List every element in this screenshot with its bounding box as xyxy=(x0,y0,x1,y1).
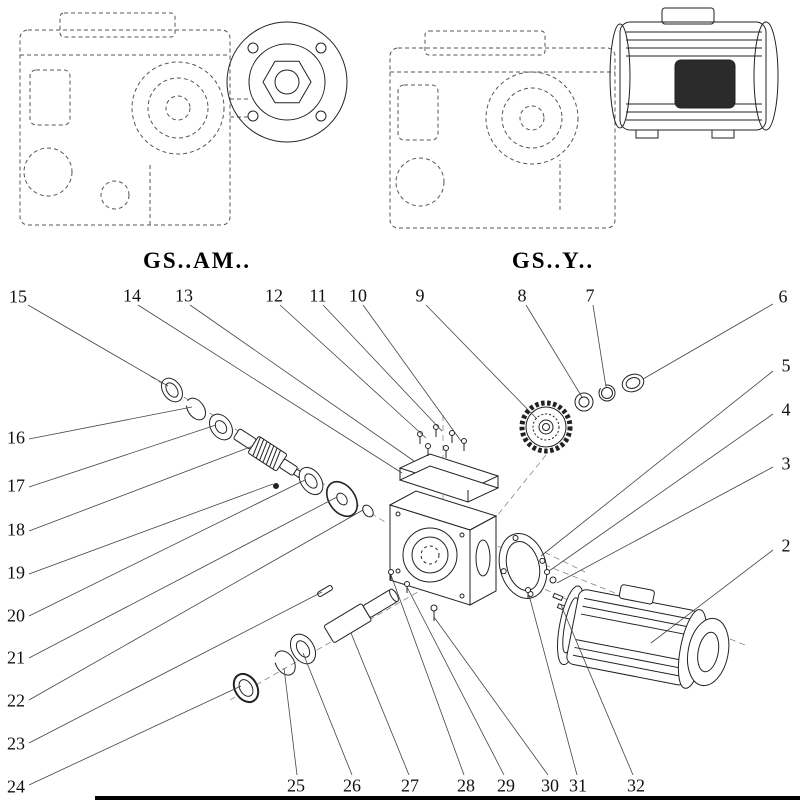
leader-line-24 xyxy=(28,685,242,786)
leader-line-15 xyxy=(27,304,169,387)
part-number-3: 3 xyxy=(781,453,791,474)
part-number-30: 30 xyxy=(541,775,559,796)
part-worm-shaft-18 xyxy=(233,428,303,479)
part-number-14: 14 xyxy=(123,285,141,306)
part-number-2: 2 xyxy=(781,535,791,556)
part-oil-seal-15 xyxy=(161,377,183,403)
part-number-21: 21 xyxy=(7,647,25,668)
part-number-8: 8 xyxy=(517,285,527,306)
leader-line-20 xyxy=(28,479,306,617)
gs-am-drawing xyxy=(19,12,348,226)
part-number-31: 31 xyxy=(569,775,587,796)
leader-line-27 xyxy=(350,632,410,776)
part-motor-2 xyxy=(557,584,730,689)
leader-line-3 xyxy=(556,466,774,584)
part-cover-plate-14 xyxy=(398,465,500,503)
part-pin-19 xyxy=(273,483,279,489)
part-housing xyxy=(388,490,498,606)
leader-line-16 xyxy=(28,406,193,440)
leader-line-29 xyxy=(406,586,505,776)
leader-line-11 xyxy=(322,304,443,432)
part-number-22: 22 xyxy=(7,690,25,711)
part-number-23: 23 xyxy=(7,733,25,754)
leader-line-22 xyxy=(28,509,364,701)
leader-line-10 xyxy=(362,304,462,442)
gs-y-motor xyxy=(609,7,779,139)
part-key-23 xyxy=(317,584,333,598)
leader-line-4 xyxy=(548,413,774,572)
part-number-16: 16 xyxy=(7,427,25,448)
part-circlip-7 xyxy=(598,384,616,402)
part-worm-wheel-21 xyxy=(325,480,359,518)
leader-lines xyxy=(27,303,774,786)
leader-line-12 xyxy=(279,304,427,439)
part-number-32: 32 xyxy=(627,775,645,796)
leader-line-23 xyxy=(28,591,323,744)
part-number-20: 20 xyxy=(7,605,25,626)
part-number-27: 27 xyxy=(401,775,419,796)
part-bolt-31 xyxy=(525,587,531,599)
part-output-flange-5 xyxy=(498,533,548,599)
part-number-17: 17 xyxy=(7,475,25,496)
leader-line-30 xyxy=(433,616,549,776)
leader-line-31 xyxy=(528,594,578,776)
leader-line-8 xyxy=(525,304,583,398)
leader-line-21 xyxy=(28,496,338,659)
leader-line-18 xyxy=(28,445,254,532)
leader-line-17 xyxy=(28,424,217,488)
leader-line-19 xyxy=(28,483,274,575)
part-bearing-20 xyxy=(298,466,324,496)
part-seal-ring-6 xyxy=(621,373,645,393)
variant-label-gs-y: GS..Y.. xyxy=(511,248,595,273)
part-number-24: 24 xyxy=(7,776,25,797)
part-number-11: 11 xyxy=(309,285,327,306)
part-snap-ring-25 xyxy=(274,650,296,676)
part-helical-gear-9 xyxy=(519,400,573,454)
exploded-view xyxy=(149,373,746,704)
part-washer-8 xyxy=(574,392,594,412)
leader-line-13 xyxy=(189,304,415,462)
page-edge-rule xyxy=(95,796,800,800)
part-oil-seal-24 xyxy=(232,672,260,704)
leader-line-14 xyxy=(137,304,403,474)
part-screw-30 xyxy=(430,604,438,621)
part-number-12: 12 xyxy=(265,285,283,306)
part-number-10: 10 xyxy=(349,285,367,306)
leader-line-25 xyxy=(283,667,298,776)
part-small-fasteners-3-4 xyxy=(544,569,557,584)
part-number-18: 18 xyxy=(7,519,25,540)
part-screw-29 xyxy=(404,581,410,593)
leader-line-32 xyxy=(560,604,634,776)
part-number-28: 28 xyxy=(457,775,475,796)
variant-label-gs-am: GS..AM.. xyxy=(143,248,251,273)
part-number-19: 19 xyxy=(7,562,25,583)
part-number-6: 6 xyxy=(778,286,788,307)
part-number-4: 4 xyxy=(781,399,791,420)
part-number-15: 15 xyxy=(9,286,27,307)
leader-line-28 xyxy=(390,574,465,776)
leader-line-2 xyxy=(650,549,774,644)
part-cover-screws-10-11-12 xyxy=(417,424,467,458)
part-snap-ring-16 xyxy=(185,397,207,421)
leader-line-9 xyxy=(425,304,538,420)
part-bearing-17 xyxy=(209,413,233,441)
part-number-5: 5 xyxy=(781,355,791,376)
part-number-25: 25 xyxy=(287,775,305,796)
gs-y-drawing xyxy=(389,7,779,229)
leader-line-7 xyxy=(592,304,607,388)
part-number-26: 26 xyxy=(343,775,361,796)
leader-line-5 xyxy=(540,370,774,557)
part-number-29: 29 xyxy=(497,775,515,796)
part-number-13: 13 xyxy=(175,285,193,306)
part-number-9: 9 xyxy=(415,285,425,306)
part-bearing-26 xyxy=(289,633,317,665)
leader-line-26 xyxy=(302,652,353,776)
gs-am-flange xyxy=(226,21,348,143)
part-output-shaft-27 xyxy=(323,588,399,643)
leader-line-6 xyxy=(642,303,774,380)
part-ring-22 xyxy=(362,504,374,518)
part-number-7: 7 xyxy=(585,285,595,306)
